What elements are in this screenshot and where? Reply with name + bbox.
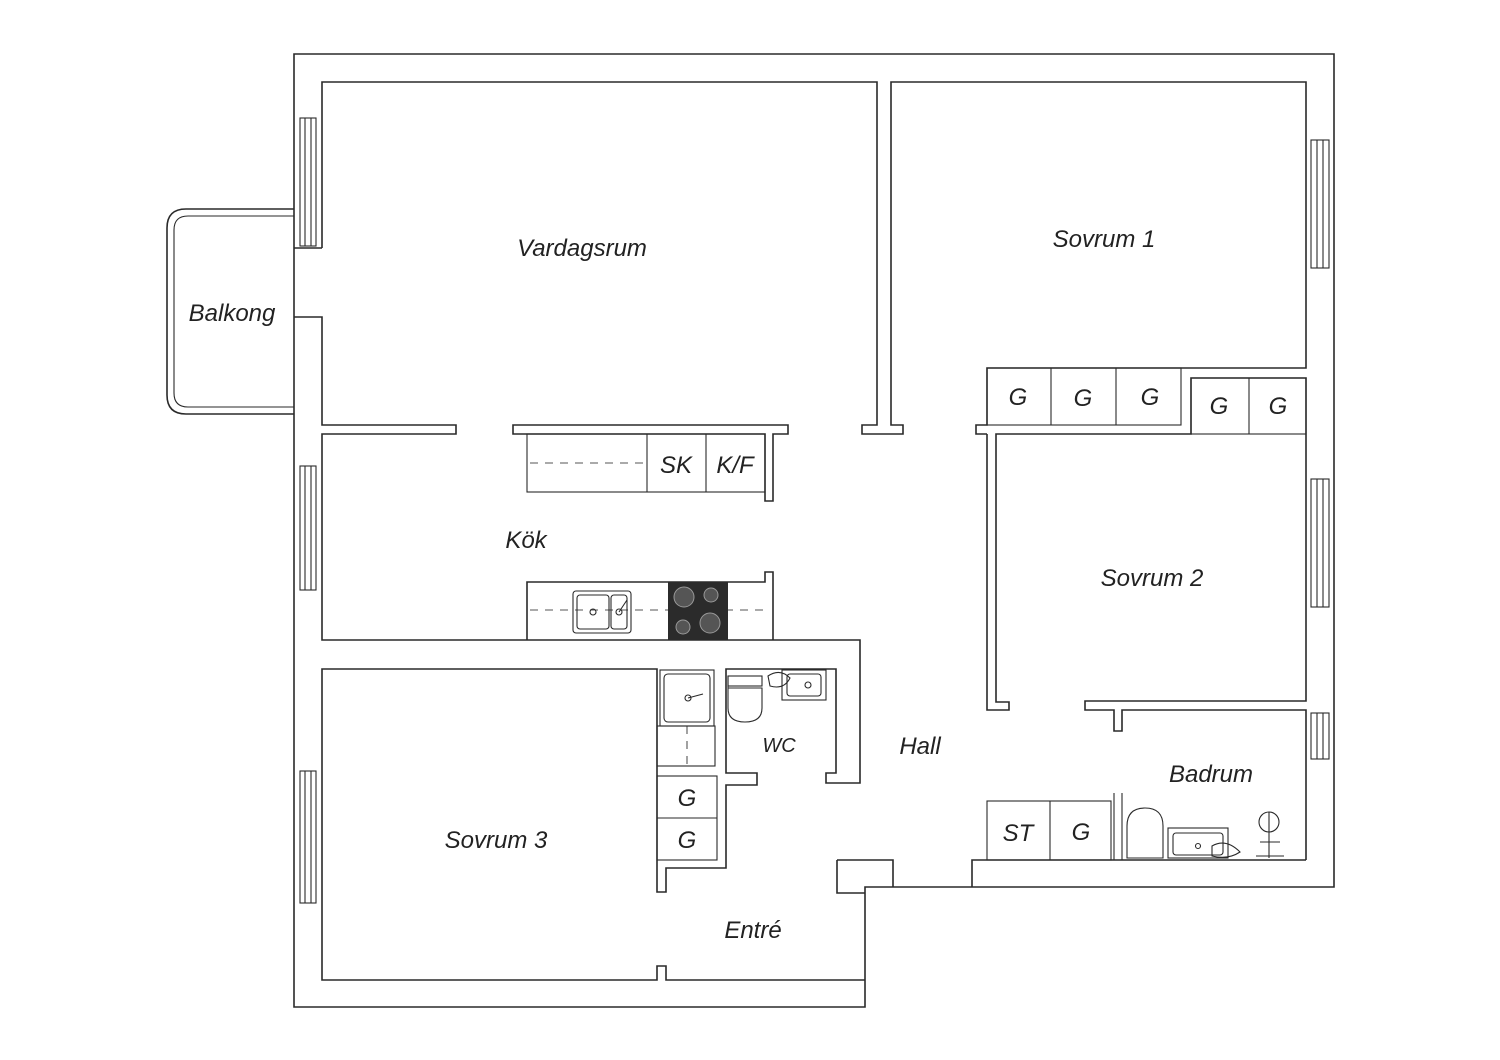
label-g: G <box>1072 819 1091 846</box>
label-badrum: Badrum <box>1169 761 1253 788</box>
wall-vardagsrum <box>321 81 1307 435</box>
wardrobes-sovrum3 <box>656 775 718 861</box>
balcony-inner <box>173 215 294 408</box>
label-wc: WC <box>762 735 796 757</box>
outer-wall <box>293 53 1335 1008</box>
label-vardagsrum: Vardagsrum <box>517 235 647 262</box>
label-hall: Hall <box>899 733 941 760</box>
toilet-icon <box>727 676 763 723</box>
wall-badrum <box>836 859 1306 894</box>
label-sovrum1: Sovrum 1 <box>1053 226 1156 253</box>
kitchen-counter <box>530 582 765 640</box>
badrum-fixtures <box>986 793 1284 861</box>
label-g: G <box>1269 393 1288 420</box>
wc-fixtures <box>656 669 827 767</box>
label-kok: Kök <box>505 527 548 554</box>
wall-sovrum2 <box>986 377 1307 860</box>
kitchen-island <box>526 433 766 493</box>
label-g: G <box>1141 384 1160 411</box>
wardrobes-top <box>986 367 1307 435</box>
label-balkong: Balkong <box>189 300 276 327</box>
label-g: G <box>1074 385 1093 412</box>
label-kf: K/F <box>716 452 755 479</box>
wall-kitchen-counter <box>526 571 774 640</box>
label-g: G <box>678 827 697 854</box>
label-st: ST <box>1003 820 1036 847</box>
label-sovrum2: Sovrum 2 <box>1101 565 1204 592</box>
label-sk: SK <box>660 452 693 479</box>
label-g: G <box>678 785 697 812</box>
balcony-outline <box>166 208 294 415</box>
label-sovrum3: Sovrum 3 <box>445 827 548 854</box>
windows <box>299 117 1330 904</box>
label-entre: Entré <box>724 917 781 944</box>
label-g: G <box>1009 384 1028 411</box>
label-g: G <box>1210 393 1229 420</box>
wall-balcony-door <box>294 247 865 981</box>
bath-toilet-icon <box>1126 807 1164 859</box>
